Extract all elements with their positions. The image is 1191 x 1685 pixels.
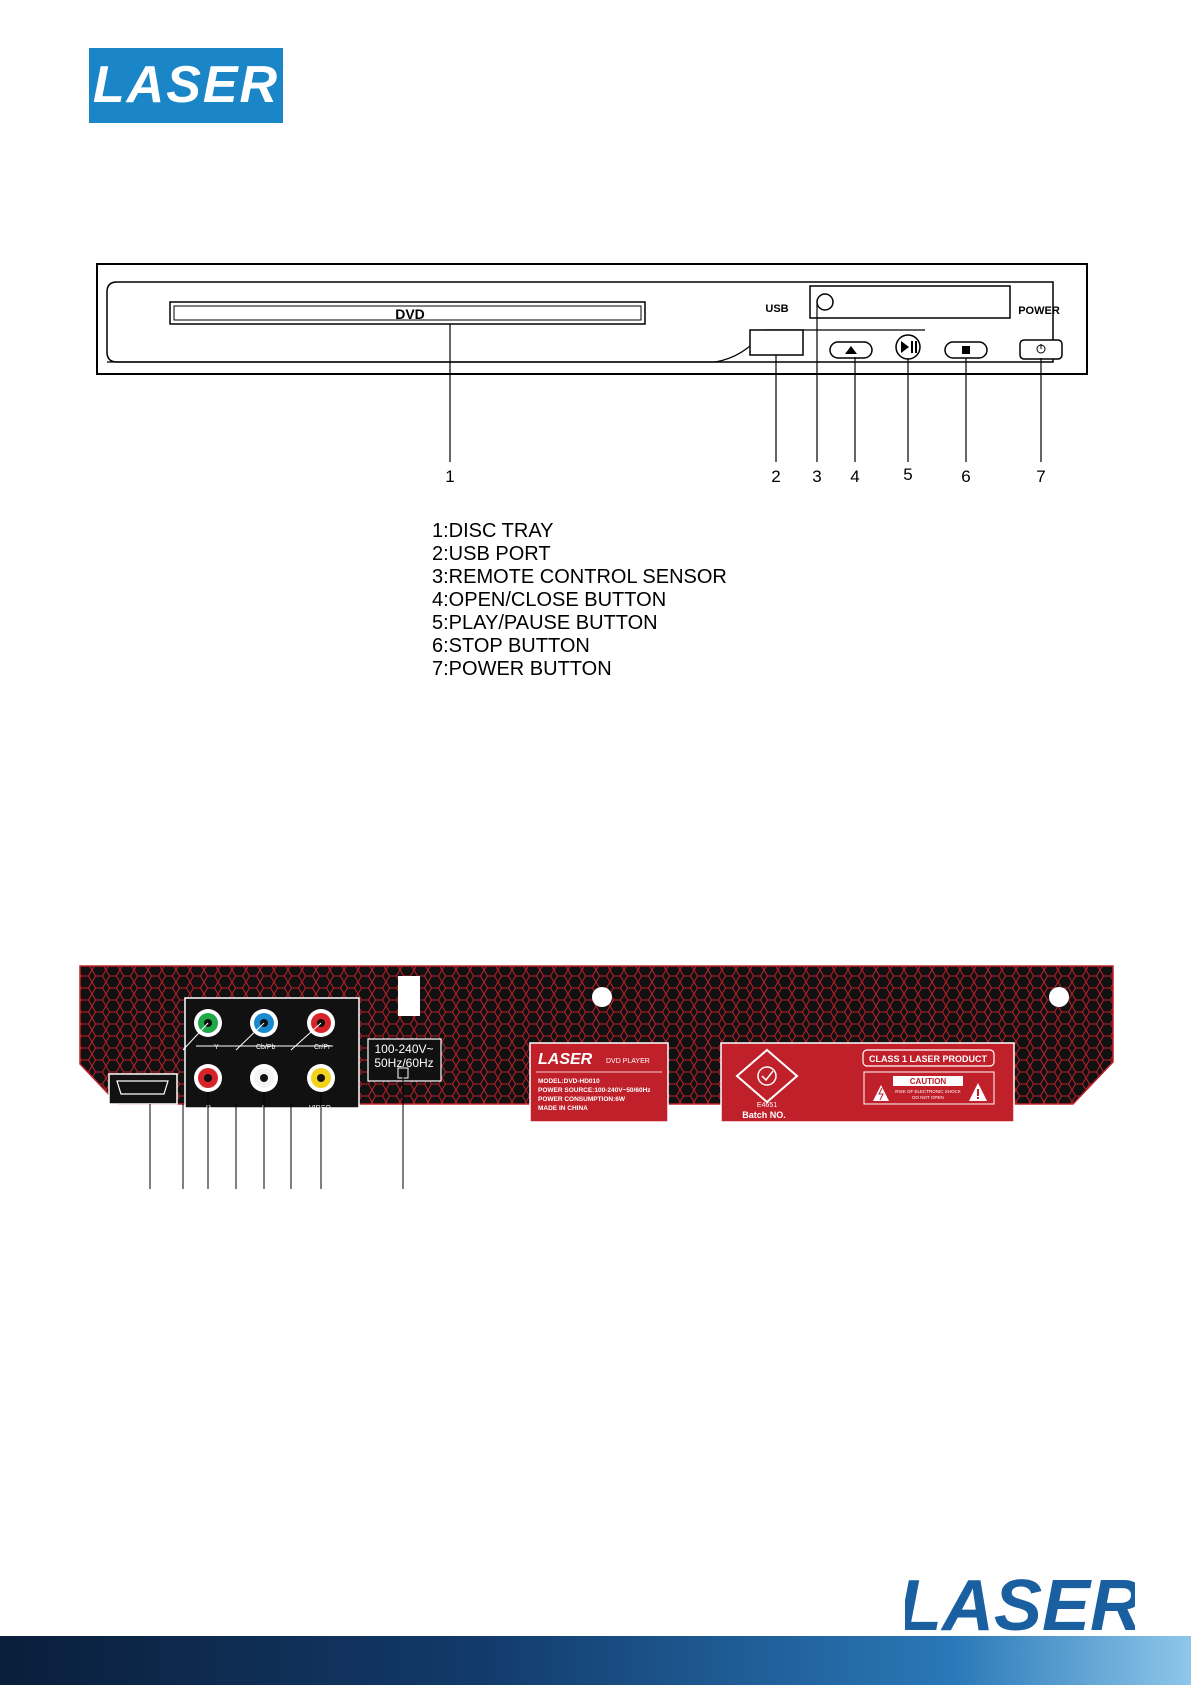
rcm-mark-icon [735, 1048, 799, 1104]
rcm-code: E4651 [757, 1102, 777, 1109]
brand-logo: LASER [89, 48, 283, 123]
video-label: VIDEO [309, 1105, 331, 1112]
legend-item: 5:PLAY/PAUSE BUTTON [432, 612, 658, 634]
power-spec-box [367, 1038, 442, 1082]
footer-band [0, 1636, 1191, 1685]
label-line: MADE IN CHINA [538, 1105, 588, 1112]
y-label: Y [214, 1044, 219, 1051]
usb-label: USB [765, 303, 788, 315]
label-product: DVD PLAYER [606, 1058, 650, 1065]
caution-sub2: DO NOT OPEN [912, 1095, 943, 1100]
cr-label: Cr/Pr [314, 1044, 331, 1051]
legend-item: 3:REMOTE CONTROL SENSOR [432, 566, 727, 588]
callout-1: 1 [445, 467, 454, 486]
power-label: POWER [1018, 305, 1060, 317]
model-label-panel [529, 1042, 669, 1123]
label-brand: LASER [538, 1051, 593, 1068]
remote-sensor [816, 293, 834, 311]
callout-6: 6 [961, 467, 970, 486]
brand-logo-text: LASER [92, 56, 280, 114]
caution-sub1: RISK OF ELECTRONIC SHOCK [895, 1089, 961, 1094]
shock-warning-icon [873, 1085, 889, 1101]
callout-3: 3 [812, 467, 821, 486]
callout-4: 4 [850, 467, 859, 486]
label-line: MODEL:DVD-HD010 [538, 1078, 600, 1085]
power-button[interactable] [1019, 339, 1063, 360]
callout-7: 7 [1036, 467, 1045, 486]
power-spec-line1: 100-240V~ [374, 1042, 433, 1056]
rear-panel-diagram: HDMI Y Cb/Pb Cr/Pr R L VIDEO 100-240V~ 5… [79, 965, 1114, 1189]
disc-tray-label: DVD [395, 306, 425, 322]
r-label: R [206, 1105, 211, 1112]
front-panel-diagram: DVD USB POWER 1 2 3 4 5 6 7 [96, 263, 1088, 486]
legend-item: 6:STOP BUTTON [432, 635, 590, 657]
legend-item: 2:USB PORT [432, 543, 551, 565]
power-spec-line2: 50Hz/60Hz [374, 1056, 433, 1070]
label-line: POWER CONSUMPTION:6W [538, 1096, 626, 1103]
caution-label: CAUTION [910, 1077, 947, 1086]
callout-5: 5 [903, 465, 912, 484]
usb-port[interactable] [749, 329, 804, 356]
class-label: CLASS 1 LASER PRODUCT [869, 1054, 988, 1064]
front-panel-legend: 1:DISC TRAY 2:USB PORT 3:REMOTE CONTROL … [432, 520, 727, 681]
legend-item: 1:DISC TRAY [432, 520, 554, 542]
legend-item: 7:POWER BUTTON [432, 658, 612, 680]
footer-logo-text: LASER [905, 1566, 1135, 1646]
compliance-panel [720, 1042, 1015, 1123]
cb-label: Cb/Pb [256, 1044, 276, 1051]
callout-2: 2 [771, 467, 780, 486]
legend-item: 4:OPEN/CLOSE BUTTON [432, 589, 667, 611]
display-window [809, 285, 1011, 319]
label-line: POWER SOURCE:100-240V~50/60Hz [538, 1087, 651, 1094]
footer-logo: LASER [905, 1566, 1135, 1646]
batch-label: Batch NO. [742, 1110, 786, 1120]
